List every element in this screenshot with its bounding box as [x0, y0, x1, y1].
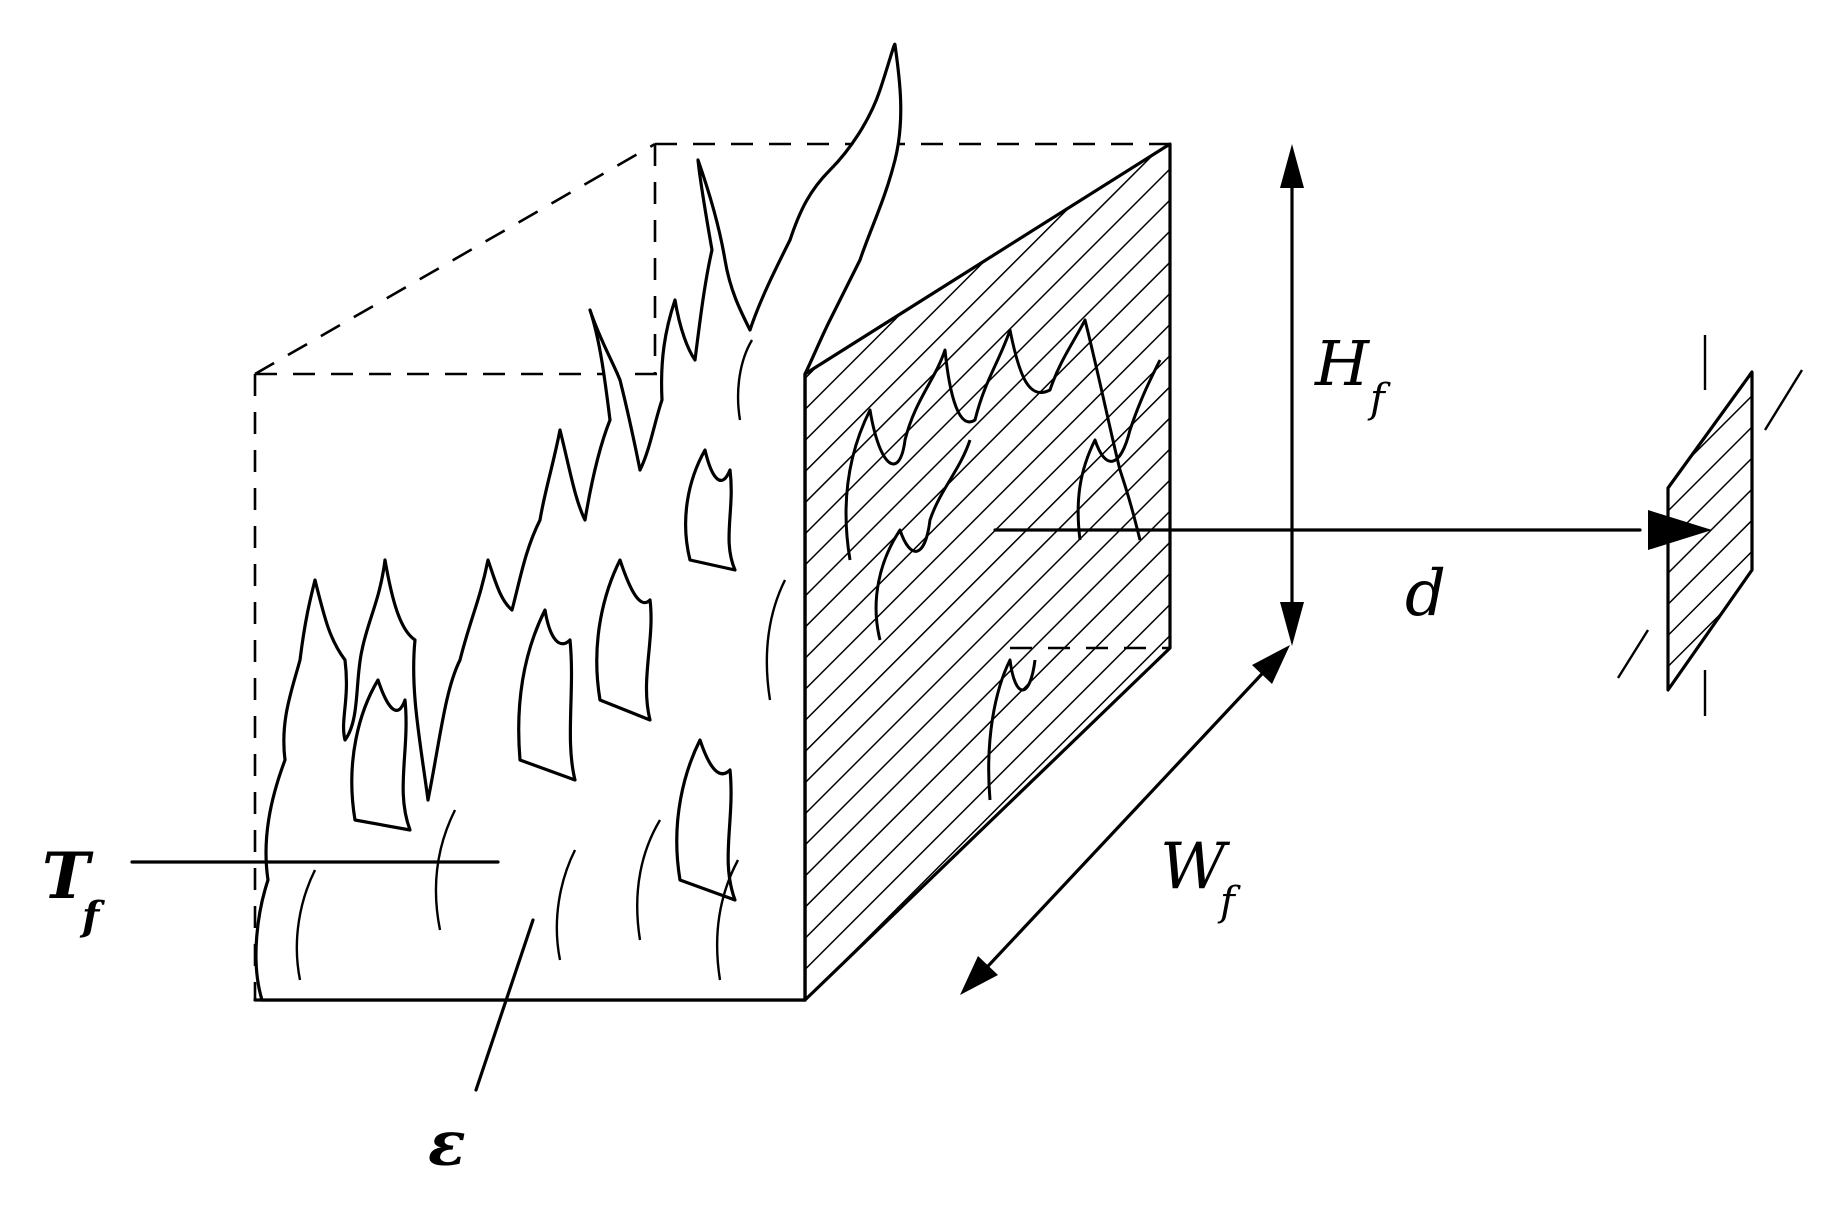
- height-arrow-up-head: [1280, 144, 1304, 188]
- flame-height-subscript: f: [1367, 376, 1391, 422]
- hatched-flame-surface-icon: [805, 144, 1170, 1000]
- width-arrow-upper-head: [1252, 645, 1290, 684]
- flame-temperature-subscript: f: [79, 893, 105, 940]
- hatched-target-plate-icon: [1668, 372, 1752, 690]
- flame-height-label: H: [1314, 327, 1371, 400]
- target-tick-lower-left: [1616, 629, 1650, 679]
- flame-width-dimension: [960, 645, 1290, 995]
- flame-temperature-label: T: [42, 839, 94, 914]
- emissivity-leader-line: [474, 918, 535, 1092]
- width-arrow-lower-head: [960, 956, 998, 995]
- target-tick-upper-right: [1763, 369, 1804, 431]
- emissivity-label: ε: [428, 1107, 466, 1180]
- flame-width-label: W: [1160, 830, 1231, 904]
- flames-front: [254, 42, 903, 1002]
- target-plate-outline: [1666, 370, 1754, 692]
- flame-height-dimension: [1280, 144, 1304, 646]
- distance-label: d: [1405, 557, 1446, 631]
- receiver-target: [1616, 335, 1804, 716]
- height-arrow-down-head: [1280, 602, 1304, 646]
- flame-width-subscript: f: [1217, 879, 1241, 925]
- hidden-top-left-edge: [254, 142, 656, 376]
- width-arrow-shaft: [973, 658, 1277, 982]
